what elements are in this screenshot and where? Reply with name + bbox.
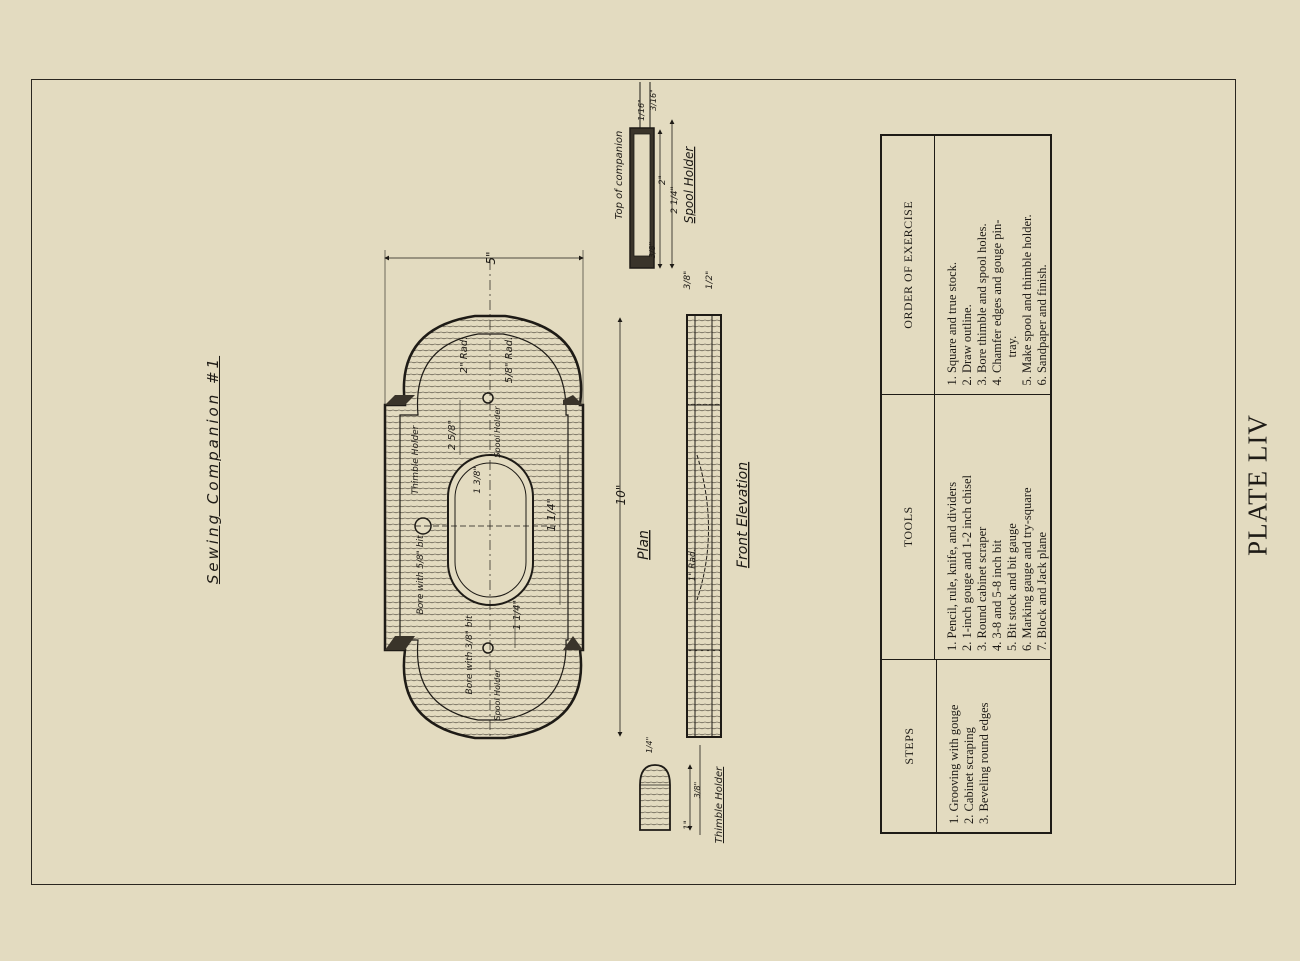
rad-2-label: 2" Rad. bbox=[459, 337, 470, 374]
order-header: ORDER OF EXERCISE bbox=[882, 136, 935, 394]
order-item: 3. Bore thimble and spool holes. bbox=[975, 223, 989, 386]
dim-thimble-1-4: 1/4" bbox=[645, 737, 654, 754]
pin-tray bbox=[447, 454, 534, 606]
spool-holder-label: Spool Holder bbox=[682, 146, 696, 224]
tool-item: 6. Marking gauge and try-square bbox=[1020, 487, 1034, 651]
bore-5-8-label: Bore with 5/8" bit bbox=[416, 535, 426, 614]
tool-item: 7. Block and Jack plane bbox=[1035, 531, 1049, 651]
tool-item: 3. Round cabinet scraper bbox=[975, 526, 989, 651]
order-item: 1. Square and true stock. bbox=[945, 261, 959, 386]
rad-1-label: 1" Rad. bbox=[688, 548, 698, 581]
order-item: 2. Draw outline. bbox=[960, 304, 974, 386]
plan-dimensions bbox=[384, 250, 623, 737]
bore-3-8-label: Bore with 3/8" bit bbox=[465, 615, 475, 694]
step-item: 3. Beveling round edges bbox=[977, 702, 991, 824]
thimble-holder-label: Thimble Holder bbox=[714, 766, 725, 843]
plate-frame bbox=[31, 79, 1236, 885]
spool-hole-top bbox=[482, 392, 494, 404]
notch-bottom-right bbox=[563, 636, 583, 650]
dim-slot-length: 1 1/4" bbox=[545, 498, 558, 531]
plate-title: PLATE LIV bbox=[1242, 414, 1273, 556]
steps-list: 1. Grooving with gouge 2. Cabinet scrapi… bbox=[937, 660, 992, 832]
tool-item: 1. Pencil, rule, knife, and dividers bbox=[945, 481, 959, 651]
elevation-body bbox=[686, 314, 722, 738]
dim-slot-offset: 1 1/4" bbox=[512, 600, 523, 630]
tool-item: 5. Bit stock and bit gauge bbox=[1005, 523, 1019, 651]
order-list: 1. Square and true stock. 2. Draw outlin… bbox=[935, 136, 1050, 394]
front-elevation-label: Front Elevation bbox=[735, 462, 751, 568]
exercise-table-wrap: STEPS 1. Grooving with gouge 2. Cabinet … bbox=[880, 134, 1052, 834]
dim-spool-1-16: 1/16" bbox=[637, 99, 646, 121]
spool-holder-callout-bottom: Spool Holder bbox=[493, 669, 502, 721]
dim-spool-3-16: 3/16" bbox=[649, 89, 658, 111]
dim-thimble-1: 1" bbox=[683, 820, 693, 830]
tools-column: TOOLS 1. Pencil, rule, knife, and divide… bbox=[882, 394, 1050, 660]
top-of-companion-label: Top of companion bbox=[614, 131, 625, 220]
order-item: 4. Chamfer edges and gouge pin- bbox=[990, 219, 1004, 386]
steps-column: STEPS 1. Grooving with gouge 2. Cabinet … bbox=[882, 659, 1050, 832]
spool-holder-callout-top: Spool Holder bbox=[493, 406, 502, 458]
steps-header: STEPS bbox=[882, 659, 937, 832]
front-elevation bbox=[686, 314, 722, 738]
plan-view bbox=[383, 260, 585, 740]
order-item: tray. bbox=[1005, 335, 1019, 358]
tool-item: 4. 3-8 and 5-8 inch bit bbox=[990, 539, 1004, 651]
thimble-holder-callout: Thimble Holder bbox=[411, 424, 421, 494]
spool-holder-view bbox=[629, 82, 675, 269]
notch-top-right bbox=[563, 395, 583, 405]
rad-5-8-label: 5/8" Rad. bbox=[504, 337, 515, 383]
order-column: ORDER OF EXERCISE 1. Square and true sto… bbox=[882, 136, 1050, 395]
plan-label: Plan bbox=[636, 530, 652, 560]
step-item: 2. Cabinet scraping bbox=[962, 727, 976, 824]
order-item: 5. Make spool and thimble holder. bbox=[1020, 214, 1034, 386]
dim-elev-3-8: 3/8" bbox=[683, 271, 693, 290]
step-item: 1. Grooving with gouge bbox=[947, 704, 961, 824]
dim-spool-2: 2" bbox=[658, 175, 668, 185]
dim-width: 5" bbox=[484, 251, 498, 264]
dim-hole-offset: 2 5/8" bbox=[447, 420, 458, 450]
tools-header: TOOLS bbox=[882, 394, 935, 659]
dim-spool-2-1-4: 2 1/4" bbox=[670, 186, 680, 213]
exercise-table: STEPS 1. Grooving with gouge 2. Cabinet … bbox=[880, 134, 1052, 834]
spool-hole-bottom bbox=[482, 642, 494, 654]
tool-item: 2. 1-inch gouge and 1-2 inch chisel bbox=[960, 474, 974, 651]
dim-length: 10" bbox=[614, 485, 628, 506]
order-item: 6. Sandpaper and finish. bbox=[1035, 264, 1049, 386]
plan-inner-chamfer bbox=[399, 333, 569, 721]
dim-spool-3-8: 3/8" bbox=[648, 242, 657, 259]
thimble-holder-view bbox=[639, 745, 701, 835]
dim-elev-1-2: 1/2" bbox=[705, 271, 715, 290]
dim-thimble-3-8: 3/8" bbox=[693, 782, 702, 799]
notch-bottom-left bbox=[385, 636, 415, 650]
tools-list: 1. Pencil, rule, knife, and dividers 2. … bbox=[935, 395, 1050, 659]
dim-slot-width: 1 3/8" bbox=[473, 466, 483, 493]
notch-top-left bbox=[385, 395, 415, 405]
